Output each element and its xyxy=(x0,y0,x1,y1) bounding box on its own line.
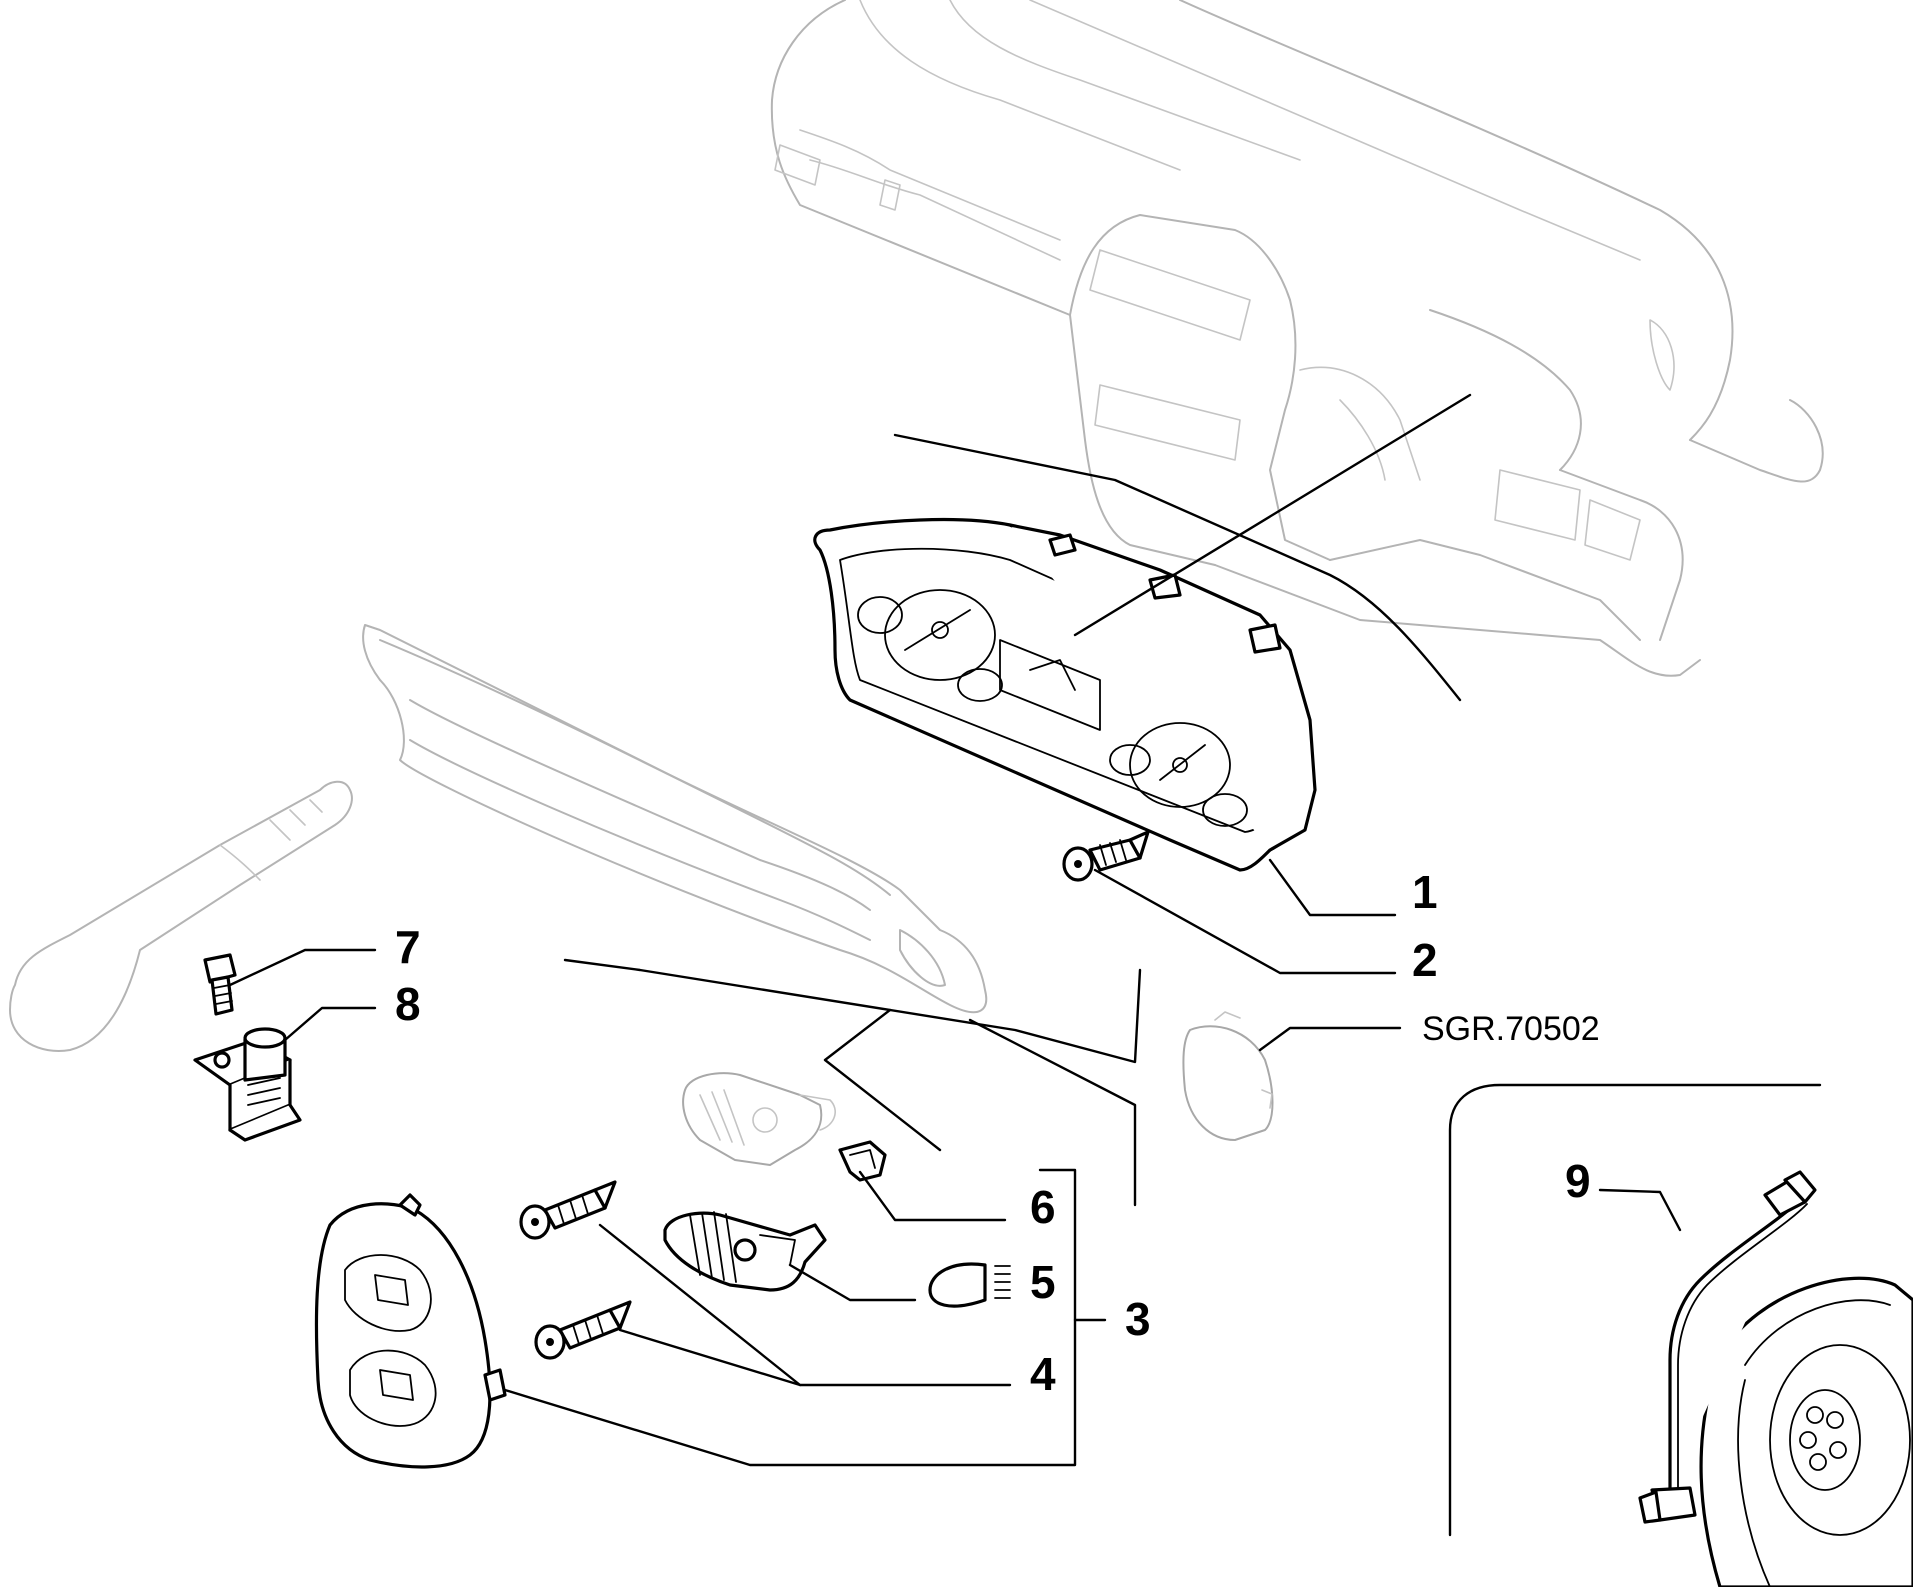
callout-3: 3 xyxy=(1125,1293,1151,1345)
speed-sensor-wheel xyxy=(1638,1170,1913,1587)
bulb xyxy=(928,1262,1011,1308)
switch-panel xyxy=(314,1193,507,1469)
clip xyxy=(838,1140,887,1182)
leader-lines xyxy=(228,393,1822,1537)
callout-2: 2 xyxy=(1412,934,1438,986)
callout-9: 9 xyxy=(1565,1155,1591,1207)
cluster-bezel-ghost xyxy=(362,624,988,1014)
callout-7: 7 xyxy=(395,921,421,973)
callout-8: 8 xyxy=(395,978,421,1030)
cluster-screw xyxy=(1062,830,1150,882)
bulb-cover-ghost xyxy=(1182,1011,1274,1141)
screw-upper xyxy=(519,1180,617,1240)
reference-code: SGR.70502 xyxy=(1422,1010,1600,1048)
callout-1: 1 xyxy=(1412,866,1438,918)
handbrake-lever-ghost xyxy=(9,780,353,1052)
callout-5: 5 xyxy=(1030,1256,1056,1308)
screw-lower xyxy=(534,1300,632,1360)
switch-assembly-ghost xyxy=(682,1072,836,1166)
callout-4: 4 xyxy=(1030,1348,1056,1400)
bolt xyxy=(203,953,237,1016)
switch-body xyxy=(663,1211,827,1292)
dashboard-ghost-drawing xyxy=(770,0,1824,677)
instrument-cluster xyxy=(813,517,1317,872)
switch-bracket xyxy=(193,1027,302,1142)
callout-6: 6 xyxy=(1030,1181,1056,1233)
